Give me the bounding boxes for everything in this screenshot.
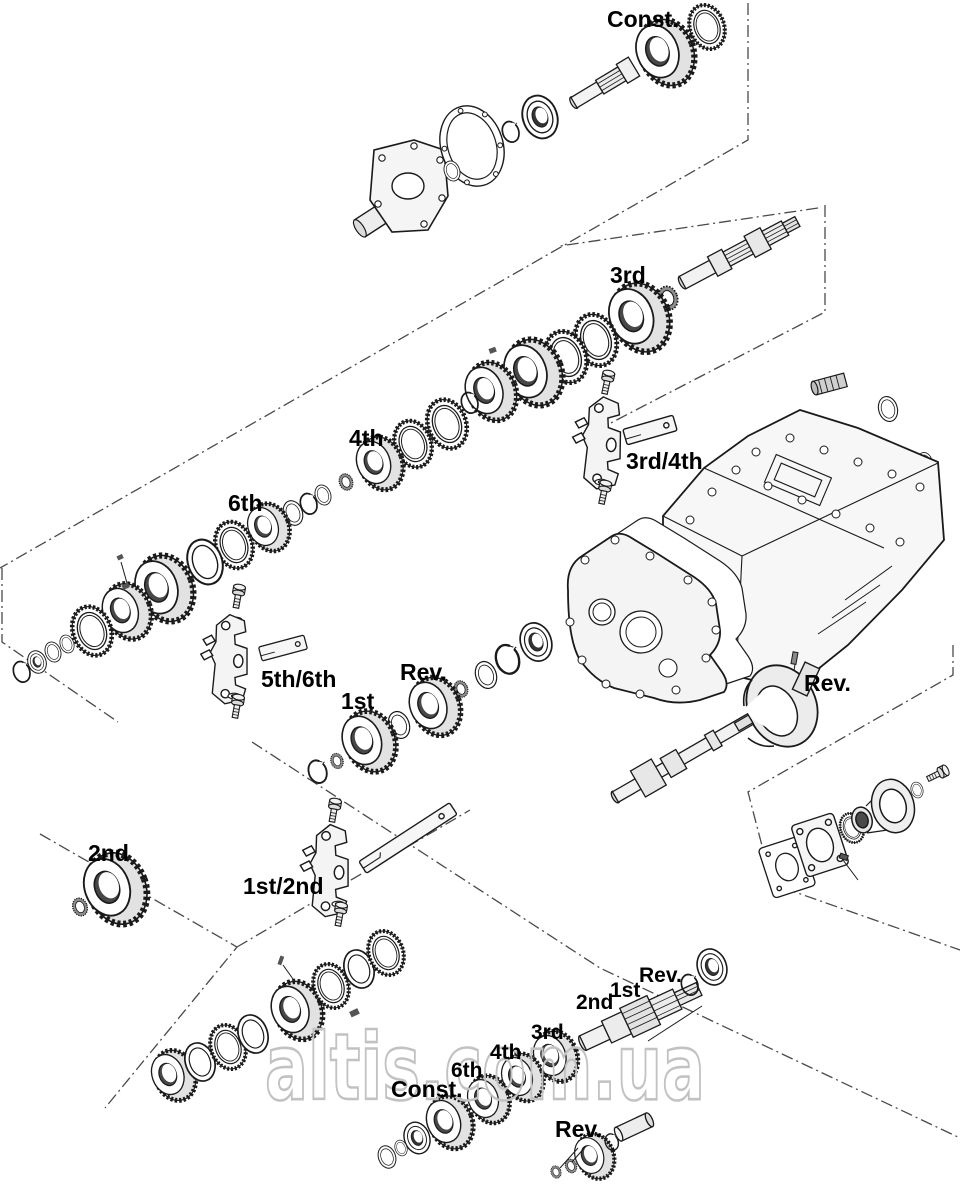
main-shaft-chain bbox=[9, 215, 801, 686]
selector-bar-long bbox=[358, 802, 458, 874]
pin bbox=[277, 955, 285, 966]
label-1st-2nd-fork: 1st/2nd bbox=[243, 873, 324, 899]
label-4th-main: 4th bbox=[349, 425, 384, 451]
needle-cage bbox=[328, 751, 346, 771]
sliding-key bbox=[349, 1008, 360, 1018]
bearing bbox=[514, 617, 558, 667]
gearbox-housing-group bbox=[565, 372, 945, 704]
rev-fork-group bbox=[610, 651, 821, 804]
selector-bar bbox=[622, 414, 678, 446]
label-6th-cs: 6th bbox=[451, 1059, 483, 1082]
thrust-washer bbox=[311, 482, 335, 508]
input-bearing bbox=[515, 89, 565, 145]
shift-bracket-5th-6th-group bbox=[198, 582, 309, 720]
small-screw bbox=[838, 852, 850, 862]
needle-cage bbox=[336, 471, 356, 493]
shift-bracket-3rd-4th bbox=[569, 394, 624, 491]
shift-rail bbox=[610, 712, 755, 804]
label-rev-fork: Rev. bbox=[804, 670, 851, 696]
label-3rd-4th-fork: 3rd/4th bbox=[626, 448, 703, 474]
selector-bar bbox=[257, 634, 309, 662]
frame-lines bbox=[0, 3, 960, 1139]
label-6th-main: 6th bbox=[228, 490, 263, 516]
fork-pin bbox=[790, 651, 799, 666]
watermark: altis.com.ua bbox=[265, 1014, 705, 1121]
seal-ring bbox=[875, 393, 901, 425]
label-const-input: Const. bbox=[607, 6, 679, 32]
rev-idler-group bbox=[548, 1112, 655, 1185]
label-2nd-cs: 2nd bbox=[576, 991, 613, 1014]
shift-bracket-1st-2nd-group bbox=[297, 796, 458, 928]
snap-ring bbox=[490, 640, 526, 679]
synchro-cluster-bottom bbox=[145, 926, 409, 1107]
output-flange-group bbox=[758, 763, 952, 899]
label-1st-cs: 1st bbox=[610, 979, 640, 1002]
part-labels: Const. 3rd 4th 3rd/4th 6th 5th/6th Rev. … bbox=[88, 6, 851, 1142]
label-rev-idler: Rev. bbox=[555, 1116, 602, 1142]
snap-ring bbox=[304, 756, 332, 787]
input-shaft bbox=[569, 56, 641, 110]
sliding-key bbox=[116, 553, 124, 561]
main-shaft bbox=[677, 215, 801, 290]
flange-bolt bbox=[924, 763, 952, 785]
output-flange bbox=[851, 778, 916, 834]
label-3rd-cs: 3rd bbox=[531, 1021, 564, 1044]
front-cover-group bbox=[352, 0, 731, 238]
countershaft-group bbox=[374, 943, 733, 1172]
label-const-cs: Const. bbox=[391, 1076, 463, 1102]
label-4th-cs: 4th bbox=[490, 1041, 522, 1064]
breather-plug bbox=[810, 372, 849, 396]
label-1st-main: 1st bbox=[341, 688, 375, 714]
countershaft bbox=[578, 981, 703, 1052]
idler-pin bbox=[613, 1112, 655, 1142]
label-2nd-gear: 2nd bbox=[88, 840, 129, 866]
sliding-key bbox=[488, 346, 497, 354]
shift-bracket-3rd-4th-group bbox=[569, 368, 678, 506]
sliding-key bbox=[121, 582, 130, 590]
label-rev-main: Rev. bbox=[400, 659, 447, 685]
needle-cage bbox=[69, 895, 91, 919]
bearing-retainer-plate bbox=[791, 812, 849, 878]
label-3rd-main: 3rd bbox=[610, 262, 646, 288]
label-rev-cs: Rev. bbox=[639, 964, 682, 987]
shift-bracket-5th-6th bbox=[198, 613, 250, 706]
label-5th-6th-fork: 5th/6th bbox=[261, 666, 336, 692]
